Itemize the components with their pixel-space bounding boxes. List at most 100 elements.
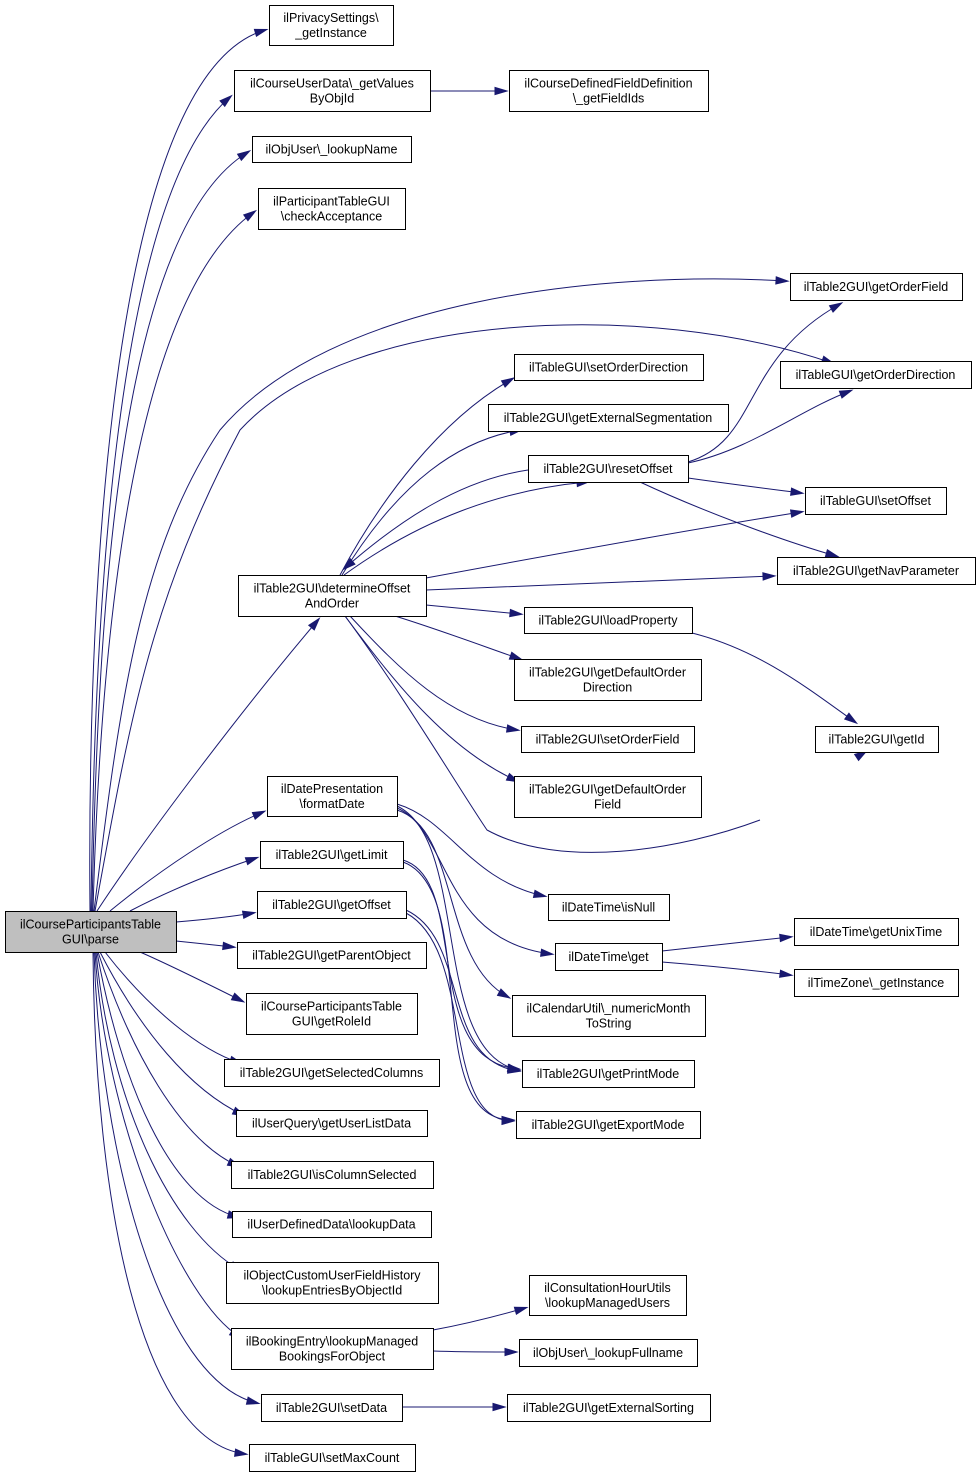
edge-line bbox=[432, 1307, 526, 1331]
node-ptca[interactable]: ilParticipantTableGUI\checkAcceptance bbox=[258, 188, 406, 230]
node-lp[interactable]: ilTable2GUI\loadProperty bbox=[524, 607, 693, 634]
node-smc[interactable]: ilTableGUI\setMaxCount bbox=[249, 1444, 416, 1472]
edge-root-to-gsc bbox=[104, 951, 244, 1065]
node-oulfn[interactable]: ilObjUser\_lookupFullname bbox=[519, 1339, 698, 1367]
node-sod[interactable]: ilTableGUI\setOrderDirection bbox=[514, 354, 704, 381]
node-label: \formatDate bbox=[299, 797, 364, 811]
edge-line bbox=[92, 951, 246, 1455]
node-ro[interactable]: ilTable2GUI\resetOffset bbox=[528, 455, 689, 483]
node-box bbox=[815, 726, 939, 753]
arrowhead-icon bbox=[219, 94, 233, 108]
node-label: ilTable2GUI\getParentObject bbox=[252, 949, 411, 963]
node-box bbox=[514, 776, 702, 818]
node-label: ilCourseParticipantsTable bbox=[261, 1000, 402, 1014]
edge-line bbox=[687, 477, 802, 494]
node-sof[interactable]: ilTable2GUI\setOrderField bbox=[521, 726, 695, 753]
node-gpm[interactable]: ilTable2GUI\getPrintMode bbox=[522, 1060, 695, 1088]
node-label: ilTimeZone\_getInstance bbox=[808, 976, 944, 990]
node-label: ilTable2GUI\getId bbox=[829, 733, 925, 747]
node-gnp[interactable]: ilTable2GUI\getNavParameter bbox=[777, 557, 976, 585]
edge-line bbox=[405, 912, 513, 1122]
node-udld[interactable]: ilUserDefinedData\lookupData bbox=[232, 1211, 432, 1238]
arrowhead-icon bbox=[244, 856, 260, 866]
node-gsc[interactable]: ilTable2GUI\getSelectedColumns bbox=[224, 1059, 440, 1087]
node-label: ilObjUser\_lookupName bbox=[265, 143, 397, 157]
node-box bbox=[257, 891, 407, 919]
edge-line bbox=[95, 951, 241, 1271]
edge-root-to-sd bbox=[93, 951, 261, 1405]
node-sd[interactable]: ilTable2GUI\setData bbox=[261, 1394, 403, 1422]
node-box bbox=[516, 1111, 701, 1139]
node-tzgi[interactable]: ilTimeZone\_getInstance bbox=[794, 969, 959, 997]
arrowhead-icon bbox=[245, 1396, 261, 1405]
node-label: ilTable2GUI\getPrintMode bbox=[537, 1067, 679, 1081]
node-gpo[interactable]: ilTable2GUI\getParentObject bbox=[237, 942, 427, 969]
node-ouln[interactable]: ilObjUser\_lookupName bbox=[252, 136, 412, 163]
node-label: ilTable2GUI\isColumnSelected bbox=[248, 1168, 417, 1182]
node-so[interactable]: ilTableGUI\setOffset bbox=[805, 487, 947, 515]
node-label: ilTable2GUI\getExportMode bbox=[532, 1118, 685, 1132]
edge-line bbox=[396, 805, 519, 1071]
edge-line bbox=[89, 29, 266, 912]
node-gof[interactable]: ilTable2GUI\getOrderField bbox=[790, 273, 963, 301]
edge-root-to-gof bbox=[93, 276, 790, 912]
node-go[interactable]: ilTable2GUI\getOffset bbox=[257, 891, 407, 919]
node-label: \checkAcceptance bbox=[281, 210, 382, 224]
node-chlmu[interactable]: ilConsultationHourUtils\lookupManagedUse… bbox=[529, 1275, 687, 1316]
node-box bbox=[238, 575, 427, 617]
edge-belm-to-oulfn bbox=[432, 1347, 519, 1357]
node-ics[interactable]: ilTable2GUI\isColumnSelected bbox=[231, 1161, 434, 1189]
node-box bbox=[269, 5, 394, 46]
node-gext[interactable]: ilTable2GUI\getExternalSorting bbox=[507, 1394, 711, 1422]
node-box bbox=[507, 1394, 711, 1422]
arrowhead-icon bbox=[342, 557, 356, 571]
node-label: ilTable2GUI\setOrderField bbox=[536, 733, 680, 747]
edge-line bbox=[129, 857, 257, 912]
node-label: ilTable2GUI\resetOffset bbox=[544, 462, 674, 476]
node-gem[interactable]: ilTable2GUI\getExportMode bbox=[516, 1111, 701, 1139]
node-uqgul[interactable]: ilUserQuery\getUserListData bbox=[236, 1110, 428, 1137]
edge-dpfd-to-dtn bbox=[396, 803, 548, 898]
node-gid[interactable]: ilTable2GUI\getId bbox=[815, 726, 939, 753]
node-ocuf[interactable]: ilObjectCustomUserFieldHistory\lookupEnt… bbox=[226, 1262, 439, 1304]
node-box bbox=[267, 776, 398, 817]
node-label: ilTable2GUI\getLimit bbox=[276, 848, 388, 862]
node-label: ilCourseUserData\_getValues bbox=[250, 77, 414, 91]
node-dpfd[interactable]: ilDatePresentation\formatDate bbox=[267, 776, 398, 817]
node-dtget[interactable]: ilDateTime\get bbox=[555, 943, 663, 971]
edge-root-to-cud bbox=[90, 94, 233, 912]
edge-line bbox=[91, 151, 249, 912]
edge-go-to-gpm bbox=[405, 909, 522, 1074]
edge-line bbox=[343, 481, 588, 576]
node-label: ilTable2GUI\getExternalSorting bbox=[523, 1401, 694, 1415]
node-cdf[interactable]: ilCourseDefinedFieldDefinition\_getField… bbox=[509, 70, 709, 112]
arrowhead-icon bbox=[513, 1306, 529, 1315]
arrowhead-icon bbox=[790, 487, 805, 496]
node-belm[interactable]: ilBookingEntry\lookupManagedBookingsForO… bbox=[231, 1328, 434, 1370]
node-dtn[interactable]: ilDateTime\isNull bbox=[548, 894, 670, 921]
edge-line bbox=[104, 951, 241, 1064]
node-ges[interactable]: ilTable2GUI\getExternalSegmentation bbox=[488, 404, 729, 432]
arrowhead-icon bbox=[789, 509, 805, 518]
edge-root-to-udld bbox=[96, 951, 242, 1219]
node-box bbox=[252, 136, 412, 163]
node-priv[interactable]: ilPrivacySettings\_getInstance bbox=[269, 5, 394, 46]
node-dtgut[interactable]: ilDateTime\getUnixTime bbox=[794, 918, 959, 946]
node-label: Field bbox=[594, 798, 621, 812]
node-gl[interactable]: ilTable2GUI\getLimit bbox=[260, 841, 404, 869]
edge-sd-to-gext bbox=[402, 1402, 507, 1412]
node-box bbox=[794, 969, 959, 997]
node-label: ilTableGUI\getOrderDirection bbox=[796, 368, 956, 382]
node-god[interactable]: ilTableGUI\getOrderDirection bbox=[780, 361, 972, 389]
arrowhead-icon bbox=[508, 651, 524, 661]
edge-root-to-gl bbox=[129, 856, 260, 912]
edge-root-to-ptca bbox=[92, 209, 258, 912]
arrowhead-icon bbox=[234, 1448, 249, 1457]
